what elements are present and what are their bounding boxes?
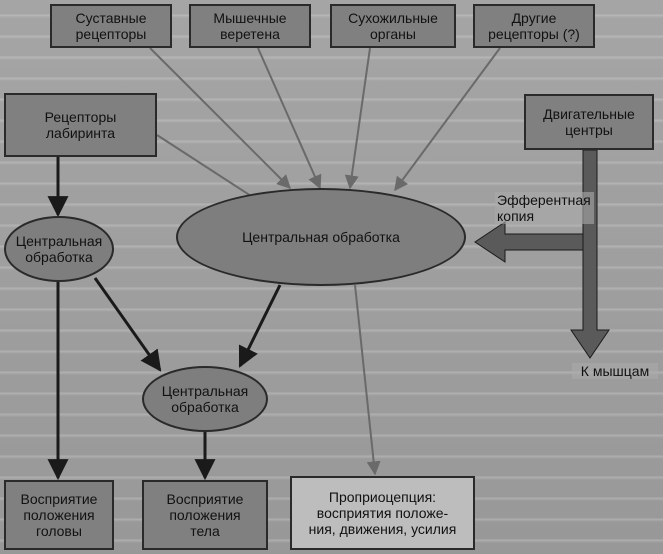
ellipse-central-processing-lower: Центральная обработка (142, 366, 268, 432)
box-joint-receptors: Суставные рецепторы (50, 4, 172, 48)
arrow-tendon-to-center (344, 47, 371, 190)
arrow-spindle-to-center (257, 47, 322, 190)
arrow-left-center-to-lower-center (93, 277, 162, 372)
arrow-main-center-to-proprioception (354, 284, 381, 476)
arrow-joint-to-center (149, 47, 291, 189)
box-motor-centers: Двигательные центры (524, 94, 654, 150)
box-other-receptors: Другие рецепторы (?) (473, 4, 595, 48)
box-tendon-organs: Сухожильные органы (330, 4, 456, 48)
box-proprioception: Проприоцепция: восприятия положе- ния, д… (290, 476, 475, 550)
ellipse-central-processing-main: Центральная обработка (176, 188, 466, 286)
thick-arrow-efference-copy (474, 221, 584, 263)
box-muscle-spindles: Мышечные веретена (189, 4, 311, 48)
box-body-position: Восприятие положения тела (142, 480, 268, 550)
label-efference-copy: Эфферентная копия (495, 192, 594, 224)
arrow-other-to-center (394, 47, 501, 192)
arrow-labyrinth-to-center (156, 134, 267, 206)
arrow-main-center-to-lower-center (238, 284, 282, 368)
box-labyrinth-receptors: Рецепторы лабиринта (4, 93, 157, 157)
box-head-position: Восприятие положения головы (4, 480, 114, 550)
ellipse-central-processing-left: Центральная обработка (4, 216, 114, 282)
thick-arrow-to-muscles (570, 149, 610, 359)
label-to-muscles: К мышцам (572, 363, 658, 379)
